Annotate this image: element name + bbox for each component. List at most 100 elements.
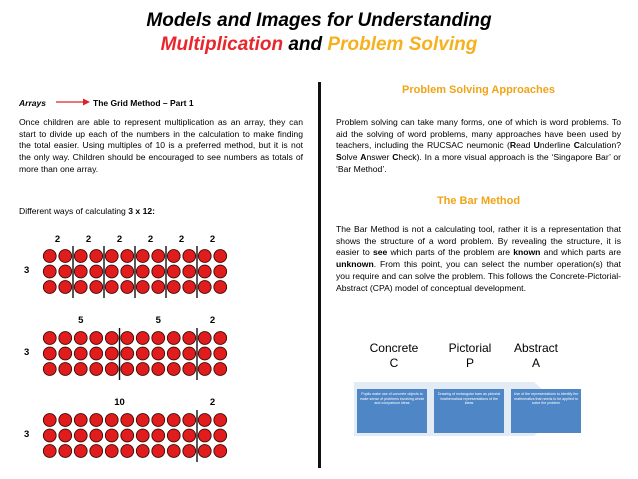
cpa-concrete-letter: C: [389, 356, 399, 370]
array-group-label: 10: [114, 397, 125, 408]
array-dot: [73, 413, 88, 427]
array-dot: [42, 428, 57, 443]
page-title: Models and Images for Understanding: [146, 10, 492, 31]
dot-array: [42, 246, 228, 298]
array-dot: [104, 362, 119, 376]
array-dot: [135, 362, 150, 376]
array-dot: [166, 331, 181, 345]
array-dot: [73, 444, 88, 458]
array-dot: [58, 362, 73, 376]
array-dot: [166, 280, 181, 294]
cpa-pictorial-word: Pictorial: [448, 341, 492, 355]
cpa-abstract-word: Abstract: [513, 341, 558, 355]
array-dot: [182, 331, 197, 345]
array-dot: [151, 249, 166, 263]
array-dot: [104, 444, 119, 458]
array-dot: [135, 249, 150, 263]
array-dot: [58, 346, 73, 361]
dot-array: [42, 328, 228, 380]
ways-of-calculating: Different ways of calculating 3 x 12:: [19, 206, 155, 216]
array-group-label: 2: [85, 234, 92, 245]
array-dot: [42, 444, 57, 458]
cpa-pictorial: Pictorial P: [440, 341, 500, 371]
array-dot: [213, 428, 228, 443]
array-dot: [151, 413, 166, 427]
array-row-label: 3: [24, 347, 30, 358]
array-dot: [42, 331, 57, 345]
array-dot: [182, 346, 197, 361]
grid-method-label: The Grid Method – Part 1: [93, 98, 194, 108]
array-dot: [104, 280, 119, 294]
array-dot: [120, 264, 135, 279]
array-row-label: 3: [24, 429, 30, 440]
arrays-paragraph: Once children are able to represent mult…: [19, 117, 303, 174]
array-dot: [73, 249, 88, 263]
cpa-abstract: Abstract A: [506, 341, 566, 371]
array-group-label: 5: [78, 315, 84, 326]
array-dot: [151, 280, 166, 294]
array-dot: [73, 280, 88, 294]
array-dot: [166, 264, 181, 279]
array-dot: [120, 413, 135, 427]
problem-solving-paragraph: Problem solving can take many forms, one…: [336, 117, 622, 174]
array-dot: [213, 444, 228, 458]
array-dot: [58, 413, 73, 427]
array-dot: [151, 444, 166, 458]
array-dot: [213, 362, 228, 376]
array-dot: [120, 346, 135, 361]
page-subtitle: Multiplication and Problem Solving: [0, 34, 638, 56]
array-group-label: 2: [147, 234, 154, 245]
array-dot: [89, 413, 104, 427]
array-dot: [120, 362, 135, 376]
bar-method-paragraph: The Bar Method is not a calculating tool…: [336, 224, 621, 293]
cpa-box-abstract-text: Use of the representations to identify t…: [513, 392, 579, 406]
array-group-label: 2: [54, 234, 61, 245]
array-dot: [42, 346, 57, 361]
array-dot: [42, 413, 57, 427]
array-dot: [166, 249, 181, 263]
array-dot: [182, 428, 197, 443]
array-dot: [58, 264, 73, 279]
cpa-pictorial-letter: P: [465, 356, 474, 370]
array-dot: [58, 280, 73, 294]
array-dot: [197, 346, 212, 361]
array-dot: [42, 362, 57, 376]
array-dot: [120, 249, 135, 263]
ways-prefix: Different ways of calculating: [19, 206, 129, 216]
array-dot: [135, 346, 150, 361]
array-dot: [166, 444, 181, 458]
array-group-label: 2: [209, 234, 216, 245]
cpa-model-diagram: Pupils make use of concrete objects to m…: [354, 382, 581, 436]
array-dot: [182, 249, 197, 263]
ways-expression: 3 x 12:: [128, 206, 155, 216]
array-dot: [197, 264, 212, 279]
array-dot: [166, 362, 181, 376]
cpa-box-concrete: [357, 389, 427, 433]
array-dot: [73, 428, 88, 443]
array-row-label: 3: [24, 265, 30, 276]
array-dot: [42, 249, 57, 263]
title-multiplication: Multiplication: [160, 34, 284, 55]
array-dot: [120, 444, 135, 458]
array-dot: [197, 249, 212, 263]
array-dot: [213, 249, 228, 263]
array-dot: [104, 249, 119, 263]
array-dot: [42, 280, 57, 294]
array-dot: [73, 331, 88, 345]
array-dot: [120, 280, 135, 294]
array-dot: [213, 280, 228, 294]
array-dot: [120, 331, 135, 345]
array-dot: [135, 264, 150, 279]
array-dot: [135, 428, 150, 443]
array-dot: [182, 280, 197, 294]
array-dot: [104, 413, 119, 427]
array-dot: [197, 280, 212, 294]
array-dot: [89, 362, 104, 376]
array-dot: [151, 362, 166, 376]
cpa-box-concrete-text: Pupils make use of concrete objects to m…: [359, 392, 425, 406]
array-dot: [182, 444, 197, 458]
array-dot: [89, 264, 104, 279]
array-dot: [213, 346, 228, 361]
array-dot: [197, 331, 212, 345]
array-dot: [182, 362, 197, 376]
